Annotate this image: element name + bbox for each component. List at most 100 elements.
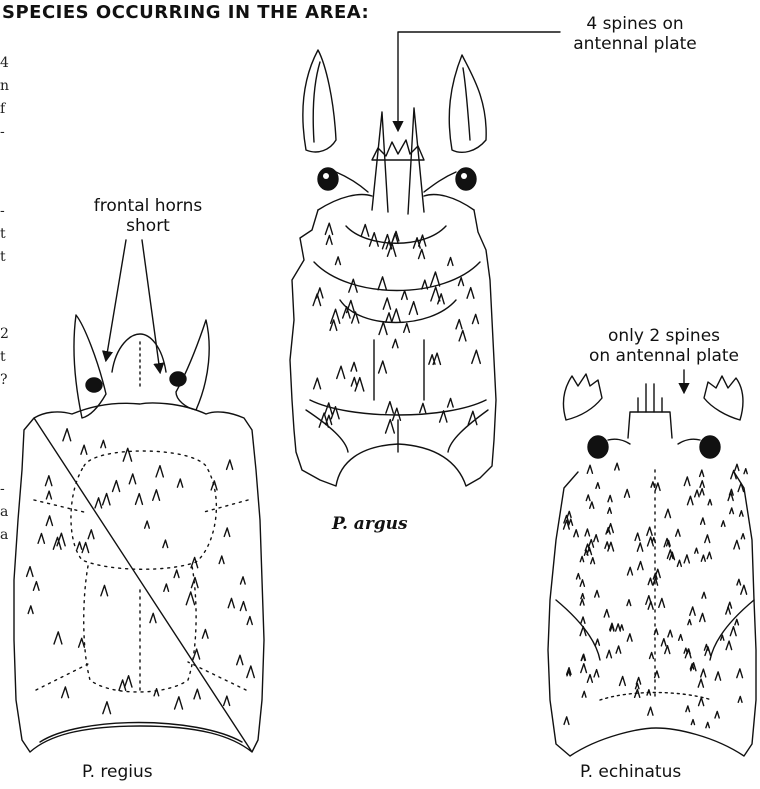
bristle [154,689,159,696]
bristle [456,320,462,329]
bristle [661,639,666,646]
bristle [45,476,51,486]
bristle [569,519,573,525]
bristle [715,711,719,718]
bristle [708,499,712,504]
bristle [715,672,720,680]
bristle [82,543,89,553]
bristle [404,323,410,332]
bristle [651,482,655,487]
bristle [735,619,739,625]
bristle [684,555,689,563]
argus-right-eye [456,168,476,190]
bristle [419,249,425,258]
bristle [386,313,392,322]
bristle [27,567,33,577]
bristle [429,355,435,364]
bristle [351,362,357,371]
bristle [698,679,703,687]
argus-rostral-spine-left [372,112,388,212]
regius-body-outline [14,403,264,752]
bristle [227,460,233,469]
bristle [647,527,652,535]
bristle [741,534,744,539]
bristle [721,521,725,527]
bristle [589,540,594,548]
carapace-bristles [27,223,748,728]
bristle [726,607,731,614]
bristle [741,585,747,594]
bristle [28,606,33,614]
bristle [668,630,672,637]
bristle [472,350,481,363]
bristle [707,552,711,559]
bristle [619,676,625,685]
bristle [62,687,69,698]
bristle [700,481,704,488]
bristle [174,570,179,578]
bristle [706,722,709,727]
bristle [586,495,590,501]
bristle [393,408,401,420]
bristle [684,477,690,486]
bristle [652,538,655,543]
bristle [738,483,743,491]
bristle [686,706,690,712]
bristle [164,584,169,591]
bristle [113,481,120,492]
bristle [224,528,230,536]
bristle [701,518,705,524]
bristle [744,469,747,474]
bristle [594,670,599,677]
bristle [702,592,706,598]
bristle [383,298,390,309]
bristle [413,238,420,248]
argus-spines-leader [398,32,560,130]
bristle [594,535,599,542]
bristle [677,560,681,566]
bristle [101,585,108,595]
bristle [655,671,659,678]
bristle [607,650,612,658]
bristle [326,235,332,244]
bristle [580,580,584,586]
bristle [701,669,706,677]
bristle [665,509,670,517]
bristle [735,464,739,470]
bristle [730,508,734,514]
bristle [690,607,695,615]
bristle [54,632,62,644]
bristle [103,493,110,504]
bristle [650,652,654,658]
bristle [585,529,589,536]
bristle [638,561,643,569]
bristle [431,272,440,286]
bristle [587,675,592,683]
regius-left-horn [74,315,106,418]
bristle [587,465,592,473]
bristle [448,257,453,265]
bristle [145,521,150,528]
regius-carapace [14,315,264,752]
bristle [46,516,52,526]
bristle [576,574,579,579]
bristle [655,483,660,490]
bristle [351,377,357,386]
bristle [627,567,632,575]
bristle [387,243,395,256]
bristle [648,602,653,610]
bristle [431,287,440,301]
argus-antennal-plate [372,140,424,160]
bristle [635,533,640,540]
bristle [247,666,254,678]
argus-rostral-spine-right [408,108,424,214]
bristle [331,309,340,323]
bristle [595,639,599,645]
bristle [392,309,401,322]
bristle [153,490,160,501]
bristle [687,496,693,504]
bristle [224,696,230,705]
bristle [740,511,744,516]
bristle [38,534,44,544]
bristle [700,489,704,495]
